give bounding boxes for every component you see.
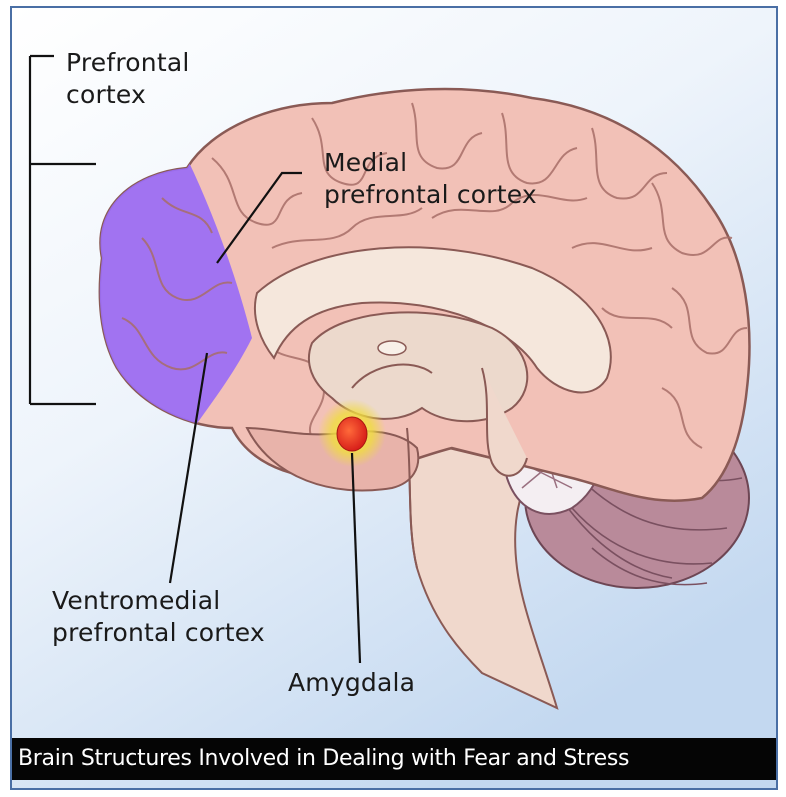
figure-frame: Prefrontal cortex Medial prefrontal cort… <box>10 6 778 790</box>
label-prefrontal-line1: Prefrontal <box>66 48 189 78</box>
label-medial-line2: prefrontal cortex <box>324 180 537 210</box>
figure-caption: Brain Structures Involved in Dealing wit… <box>12 738 776 780</box>
label-medial-line1: Medial <box>324 148 407 178</box>
label-amygdala: Amygdala <box>288 668 415 698</box>
label-ventromedial-line1: Ventromedial <box>52 586 220 616</box>
label-ventromedial-line2: prefrontal cortex <box>52 618 265 648</box>
label-prefrontal-line2: cortex <box>66 80 146 110</box>
